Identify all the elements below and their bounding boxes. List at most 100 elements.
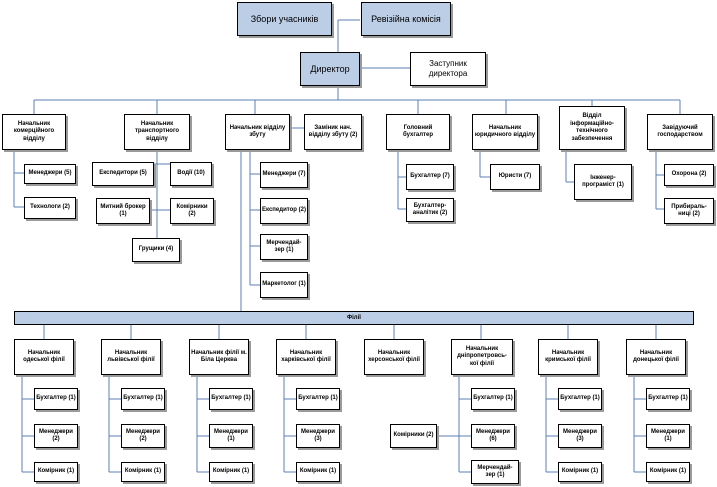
branch-staff-label: Менеджери (1) — [651, 428, 685, 443]
branch-staff-label: Мерчендай-зер (1) — [477, 464, 513, 479]
branch-storekeepers-box: Комірники (2) — [390, 424, 437, 448]
commercial-head-label: Начальник комерційного відділу — [13, 120, 55, 142]
household-head-label: Завідуючий господарством — [657, 124, 703, 139]
accountants-box: Бухгалтер (7) — [406, 164, 454, 190]
branch-staff-label: Комірник (1) — [37, 468, 75, 475]
merchandiser-label: Мерчендай-зер (1) — [266, 239, 302, 254]
technologists-box: Технологи (2) — [24, 197, 76, 219]
legal-head-box: Начальник юридичного відділу — [472, 114, 538, 150]
commercial-managers-label: Менеджери (5) — [28, 170, 72, 177]
branch-head-kharkiv: Начальник харківської філії — [276, 339, 336, 375]
transport-head-box: Начальник транспортного відділу — [124, 114, 190, 150]
sales-deputy-box: Заміник нач. відділу збуту (2) — [304, 114, 362, 150]
technologists-label: Технологи (2) — [30, 204, 70, 211]
branch-staff-label: Менеджери (3) — [563, 428, 597, 443]
branch-staff-box: Менеджери (3) — [296, 424, 340, 448]
branch-staff-label: Бухгалтер (1) — [473, 395, 513, 402]
branch-staff-label: Менеджери (2) — [39, 428, 73, 443]
branch-staff-label: Комірник (1) — [649, 468, 687, 475]
branch-head-label: Начальник кримської філії — [545, 349, 591, 364]
branch-staff-label: Комірник (1) — [299, 468, 337, 475]
branch-staff-box: Бухгалтер (1) — [121, 388, 165, 410]
branch-head-kherson: Начальник херсонської філії — [364, 339, 424, 375]
storekeepers-box: Комірники (2) — [170, 198, 214, 224]
branch-staff-box: Менеджери (2) — [121, 424, 165, 448]
branch-storekeepers-label: Комірники (2) — [393, 432, 434, 439]
branch-head-label: Начальник дніпропетровсь-кої філії — [457, 345, 507, 367]
lawyers-label: Юристи (7) — [498, 173, 532, 180]
branch-staff-box: Бухгалтер (1) — [209, 388, 253, 410]
cleaners-label: Прибираль-ниці (2) — [671, 203, 707, 218]
branch-staff-box: Комірник (1) — [646, 462, 690, 482]
software-engineer-box: Інженер-програміст (1) — [574, 164, 632, 200]
branch-staff-box: Менеджери (1) — [646, 424, 690, 448]
branches-title: Філії — [347, 315, 361, 321]
loaders-label: Грущики (4) — [138, 246, 174, 253]
branch-head-crimea: Начальник кримської філії — [538, 339, 598, 375]
deputy-director-box: Заступник директора — [410, 52, 486, 86]
branch-staff-box: Мерчендай-зер (1) — [471, 460, 519, 484]
branch-staff-label: Менеджери (6) — [476, 428, 510, 443]
branch-staff-label: Комірник (1) — [561, 468, 599, 475]
software-engineer-label: Інженер-програміст (1) — [582, 174, 624, 189]
founders-meeting-label: Збори учасників — [250, 13, 319, 24]
branch-staff-box: Комірник (1) — [209, 462, 253, 482]
branch-staff-box: Бухгалтер (1) — [296, 388, 340, 410]
branch-staff-label: Комірник (1) — [212, 468, 250, 475]
branch-head-label: Начальник харківської філії — [281, 349, 331, 364]
branch-staff-box: Менеджери (1) — [209, 424, 253, 448]
storekeepers-label: Комірники (2) — [176, 203, 208, 218]
branch-head-label: Начальник львівської філії — [107, 349, 155, 364]
founders-meeting-box: Збори учасників — [237, 2, 332, 36]
security-box: Охорона (2) — [664, 164, 714, 186]
customs-broker-label: Митний брокер (1) — [100, 203, 146, 218]
branch-staff-box: Комірник (1) — [558, 462, 602, 482]
branch-staff-box: Бухгалтер (1) — [471, 388, 515, 410]
branch-staff-box: Бухгалтер (1) — [34, 388, 78, 410]
branch-head-donetsk: Начальник донецької філії — [626, 339, 686, 375]
branch-staff-label: Бухгалтер (1) — [560, 395, 600, 402]
commercial-managers-box: Менеджери (5) — [24, 164, 76, 184]
sales-managers-box: Менеджери (7) — [260, 162, 308, 188]
branch-staff-box: Менеджери (2) — [34, 424, 78, 448]
deputy-director-label: Заступник директора — [428, 59, 468, 78]
chief-accountant-box: Головний бухгалтер — [386, 114, 450, 150]
branch-staff-box: Менеджери (3) — [558, 424, 602, 448]
branch-head-label: Начальник херсонської філії — [368, 349, 420, 364]
chief-accountant-label: Головний бухгалтер — [403, 124, 433, 139]
marketer-label: Маркетолог (1) — [262, 281, 306, 288]
loaders-box: Грущики (4) — [132, 238, 180, 262]
branch-staff-box: Комірник (1) — [121, 462, 165, 482]
drivers-label: Водії (10) — [177, 170, 205, 177]
branch-head-label: Начальник донецької філії — [633, 349, 679, 364]
branch-staff-label: Менеджери (1) — [214, 428, 248, 443]
accountants-label: Бухгалтер (7) — [410, 173, 450, 180]
branch-staff-label: Бухгалтер (1) — [648, 395, 688, 402]
customs-broker-box: Митний брокер (1) — [96, 198, 150, 224]
branch-staff-box: Менеджери (6) — [471, 424, 515, 448]
branch-staff-label: Бухгалтер (1) — [123, 395, 163, 402]
branch-head-label: Начальник одеської філії — [23, 349, 65, 364]
accountant-analyst-box: Бухгалтер-аналітик (2) — [406, 198, 454, 222]
branch-staff-label: Бухгалтер (1) — [211, 395, 251, 402]
branch-staff-label: Бухгалтер (1) — [36, 395, 76, 402]
branch-staff-box: Бухгалтер (1) — [558, 388, 602, 410]
forwarders-label: Експедитори (5) — [99, 170, 147, 177]
merchandiser-box: Мерчендай-зер (1) — [260, 234, 308, 260]
lawyers-box: Юристи (7) — [490, 164, 540, 190]
branches-bar: Філії — [14, 311, 694, 325]
sales-expeditor-label: Експедитор (2) — [262, 207, 306, 214]
branch-staff-label: Бухгалтер (1) — [298, 395, 338, 402]
audit-commission-box: Ревізійна комісія — [361, 2, 451, 36]
commercial-head-box: Начальник комерційного відділу — [2, 114, 66, 150]
director-label: Директор — [310, 63, 350, 74]
it-department-box: Відділ інформаційно-технічного забезпече… — [559, 106, 625, 150]
branch-head-odesa: Начальник одеської філії — [14, 339, 74, 375]
branch-head-label: Начальник філії м. Біла Церква — [191, 349, 247, 364]
transport-head-label: Начальник транспортного відділу — [134, 120, 180, 142]
security-label: Охорона (2) — [671, 171, 707, 178]
branch-staff-label: Менеджери (2) — [126, 428, 160, 443]
director-box: Директор — [300, 52, 360, 86]
audit-commission-label: Ревізійна комісія — [371, 13, 441, 24]
sales-deputy-label: Заміник нач. відділу збуту (2) — [308, 124, 358, 139]
